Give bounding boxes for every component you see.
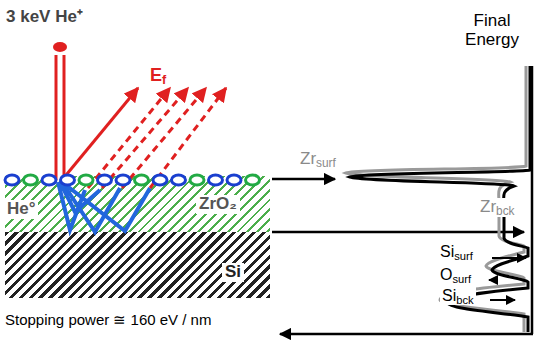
spectrum-black: [350, 66, 530, 332]
surface-atom: [61, 175, 75, 185]
layer-label: Si: [222, 263, 244, 282]
neutral-label: He°: [5, 200, 38, 219]
surface-atom: [209, 175, 223, 185]
peak-label: Sisurf: [440, 243, 473, 261]
pointer-arrow: [272, 178, 335, 181]
axis: [280, 333, 533, 336]
surface-atom: [135, 175, 149, 185]
surface-atom: [153, 175, 167, 185]
surface-atom: [172, 175, 186, 185]
ion-beam: [63, 55, 66, 180]
axis-title: Final Energy: [447, 12, 537, 49]
surface-atoms: [5, 175, 260, 185]
peak-label: Sibck: [440, 287, 476, 305]
substrate-layer: Si: [5, 232, 270, 298]
peak-label: Osurf: [440, 266, 471, 284]
surface-atom: [5, 175, 19, 185]
stopping-power-note: Stopping power ≅ 160 eV / nm: [5, 312, 211, 329]
surface-atom: [24, 175, 38, 185]
peak-arrows: [489, 258, 526, 300]
scattered-ions: [62, 88, 226, 188]
surface-atom: [42, 175, 56, 185]
energy-label: Ef: [150, 66, 166, 86]
surface-atom: [116, 175, 130, 185]
pointer-arrow: [272, 231, 524, 234]
surface-atom: [227, 175, 241, 185]
surface-atom: [98, 175, 112, 185]
ion-beam: [55, 55, 58, 180]
ion-dot: [53, 42, 67, 52]
peak-label: Zrbck: [478, 198, 517, 217]
peak-label: Zrsurf: [300, 150, 336, 169]
layer-label: ZrO₂: [196, 195, 240, 214]
surface-atom: [246, 175, 260, 185]
neutral-trajectories: [58, 182, 150, 232]
surface-atom: [79, 175, 93, 185]
surface-atom: [190, 175, 204, 185]
beam-label: 3 keV He⁺: [6, 8, 83, 27]
